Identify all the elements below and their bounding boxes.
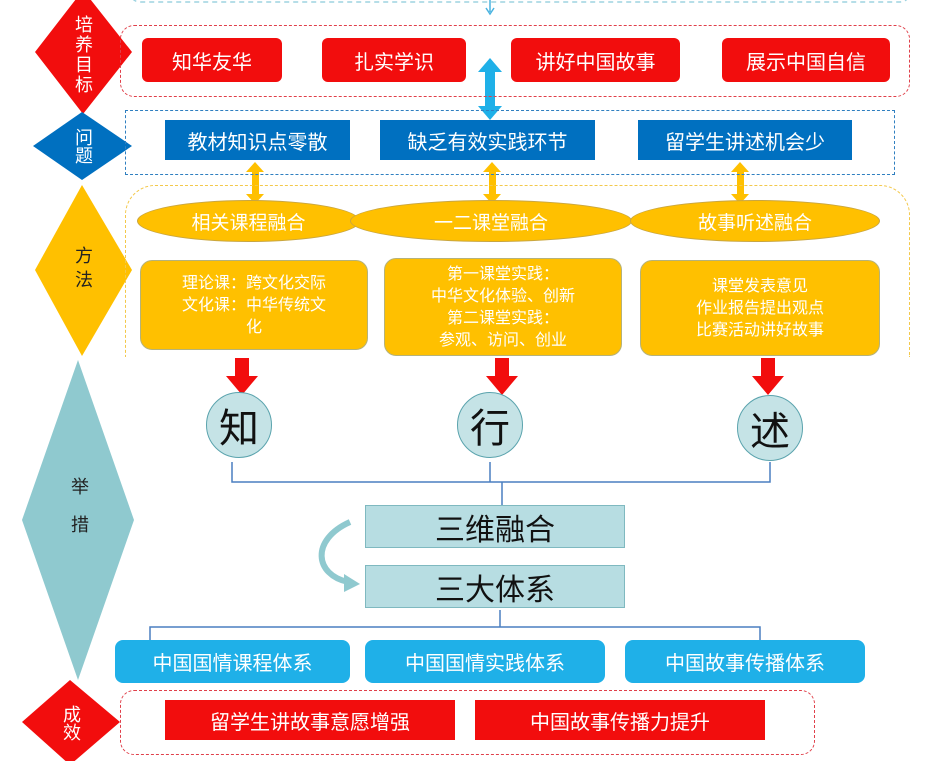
measure-label: 举措 (68, 477, 89, 553)
section-label-measure: 举措 (56, 460, 100, 570)
method-ellipse: 一二课堂融合 (350, 200, 632, 242)
detail-line: 化 (245, 317, 262, 336)
goal-label: 培养目标 (72, 15, 93, 95)
goal-box: 讲好中国故事 (511, 38, 680, 82)
double-arrows-problem-method (246, 162, 749, 204)
method-ellipse: 故事听述融合 (630, 200, 880, 242)
bracket-pillars (231, 462, 771, 505)
detail-line: 文化课：中华传统文 (181, 295, 326, 314)
system-box: 中国国情实践体系 (365, 640, 605, 683)
system-box: 中国国情课程体系 (115, 640, 350, 683)
goal-box: 展示中国自信 (722, 38, 890, 82)
method-label: 方法 (72, 246, 93, 294)
method-group (125, 185, 910, 357)
method-diamond (35, 185, 132, 356)
double-arrow-goal-problem (478, 58, 502, 120)
curved-arrow (318, 519, 352, 585)
detail-line: 第二课堂实践： (446, 308, 559, 327)
detail-line: 第一课堂实践： (446, 264, 559, 283)
method-detail-box: 理论课：跨文化交际 文化课：中华传统文 化 (140, 260, 368, 350)
top-dashed-box (132, 0, 908, 3)
pillar-circle: 述 (737, 395, 803, 461)
detail-line: 理论课：跨文化交际 (181, 273, 326, 292)
detail-line: 比赛活动讲好故事 (695, 320, 824, 339)
method-detail-box: 第一课堂实践： 中华文化体验、创新 第二课堂实践： 参观、访问、创业 (384, 258, 622, 356)
pillar-circle: 知 (206, 392, 272, 458)
effect-box: 留学生讲故事意愿增强 (165, 700, 455, 740)
goal-group (120, 25, 910, 97)
integration-box: 三维融合 (365, 505, 625, 548)
section-label-goal: 培养目标 (60, 0, 104, 110)
problem-box: 留学生讲述机会少 (638, 120, 852, 160)
system-box: 中国故事传播体系 (625, 640, 865, 683)
bracket-systems (149, 610, 761, 640)
pillar-circle: 行 (457, 392, 523, 458)
method-detail-box: 课堂发表意见 作业报告提出观点 比赛活动讲好故事 (640, 260, 880, 356)
goal-diamond (35, 0, 132, 114)
effect-diamond (22, 680, 120, 761)
section-label-effect: 成效 (48, 688, 92, 758)
method-ellipse: 相关课程融合 (137, 200, 360, 242)
problem-diamond (33, 112, 132, 180)
top-arrow (485, 0, 495, 16)
goal-box: 知华友华 (142, 38, 282, 82)
problem-label: 问题 (72, 128, 93, 164)
effect-label: 成效 (60, 705, 81, 741)
effect-group (120, 690, 815, 755)
problem-box: 教材知识点零散 (165, 120, 350, 160)
detail-line: 中华文化体验、创新 (430, 286, 575, 305)
section-label-method: 方法 (60, 230, 104, 310)
systems-title-box: 三大体系 (365, 565, 625, 608)
goal-box: 扎实学识 (322, 38, 466, 82)
detail-line: 作业报告提出观点 (695, 298, 824, 317)
measure-diamond (22, 360, 134, 680)
detail-line: 参观、访问、创业 (438, 330, 567, 349)
red-down-arrows (226, 358, 784, 395)
section-label-problem: 问题 (60, 115, 104, 177)
detail-line: 课堂发表意见 (711, 276, 808, 295)
problem-box: 缺乏有效实践环节 (380, 120, 595, 160)
problem-group (125, 110, 895, 175)
effect-box: 中国故事传播力提升 (475, 700, 765, 740)
